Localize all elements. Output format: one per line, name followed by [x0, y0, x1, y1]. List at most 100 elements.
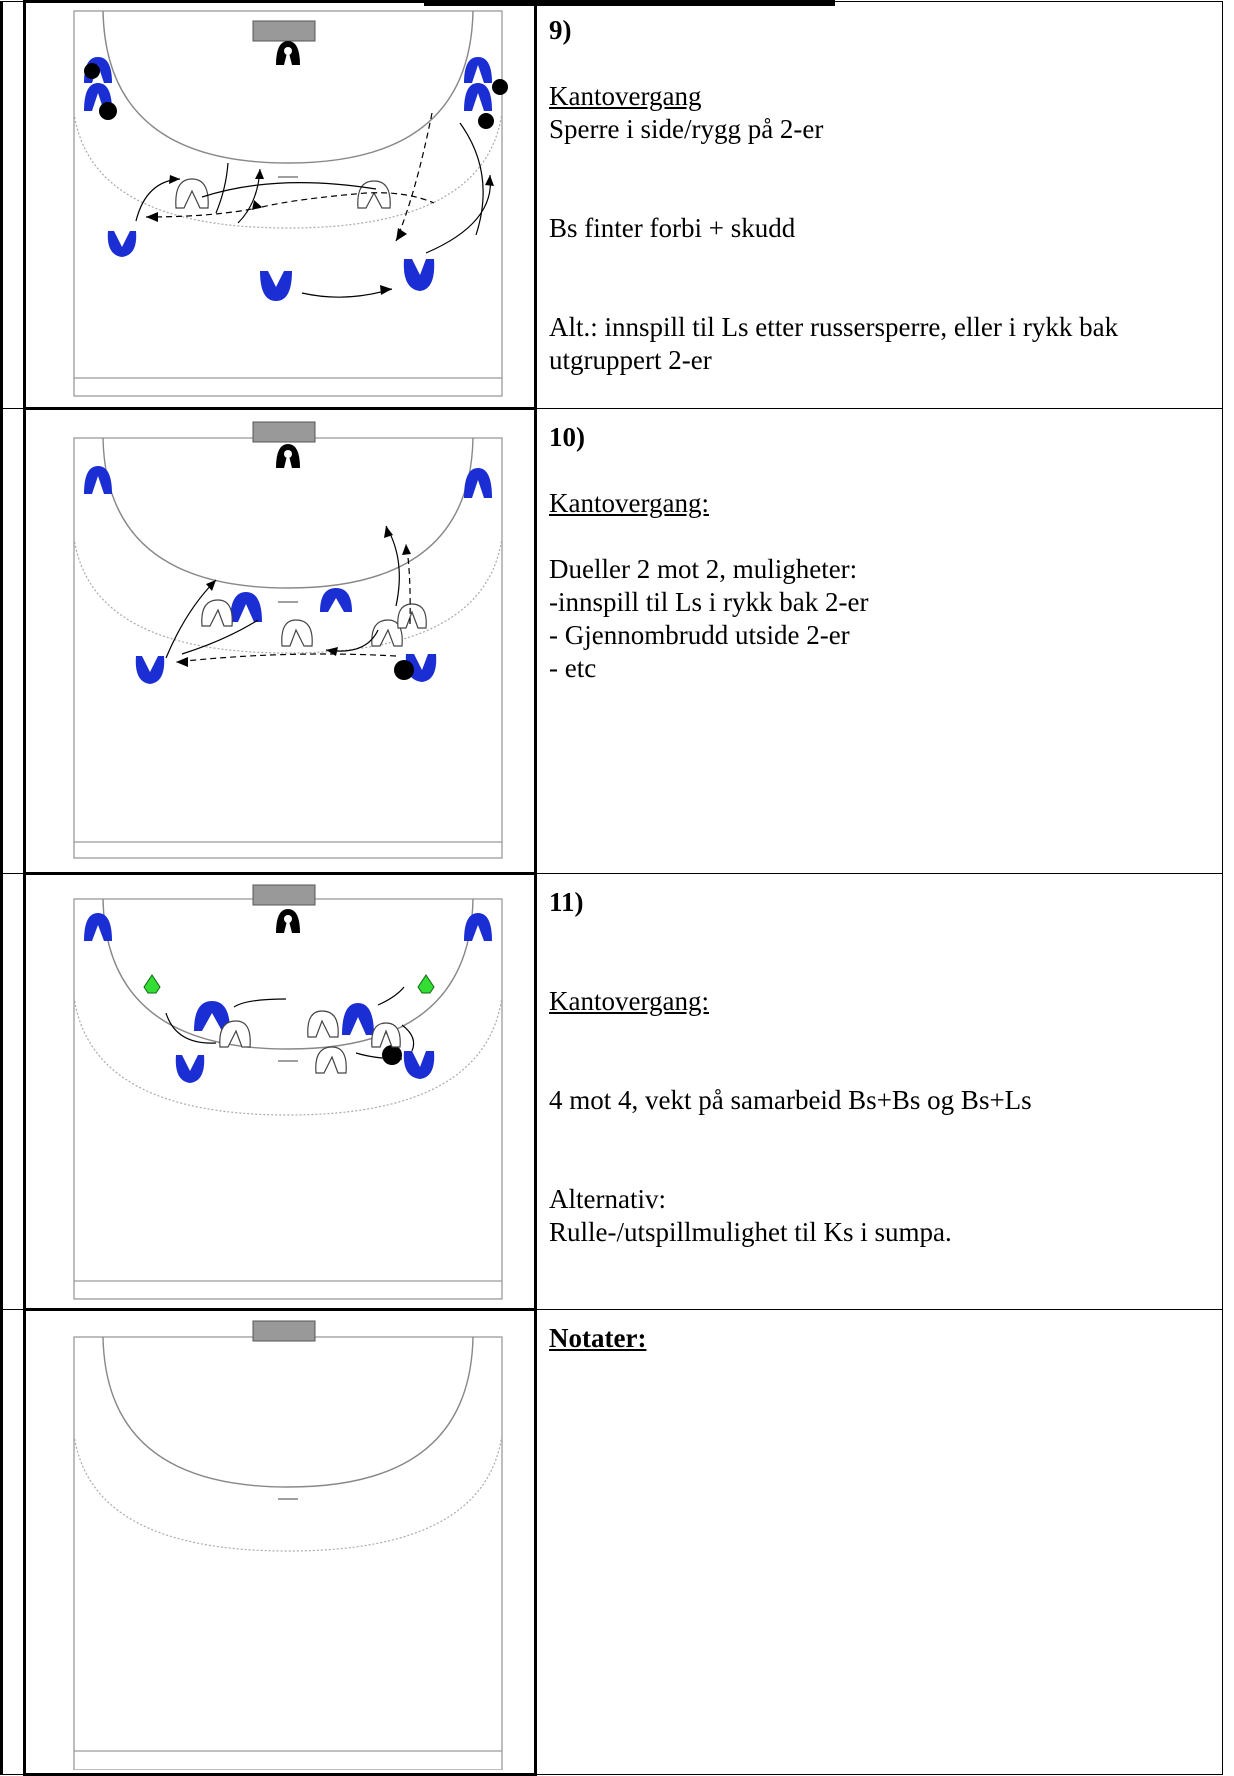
cone-icon	[417, 974, 435, 994]
attacker-icon	[342, 1003, 374, 1035]
defender-icon	[371, 619, 403, 647]
drill-title: Kantovergang:	[549, 986, 709, 1016]
attacker-icons	[84, 466, 492, 684]
attacker-icon	[84, 913, 112, 941]
arrow-icons	[165, 986, 415, 1060]
text-cell-notes: Notater:	[535, 1309, 1223, 1775]
goal-icon	[252, 20, 316, 42]
notes-title: Notater:	[549, 1323, 647, 1353]
court-lines	[73, 10, 503, 397]
defender-icon	[175, 178, 209, 209]
diagram-cell-notes	[23, 1308, 537, 1776]
drill-line: Sperre i side/rygg på 2-er	[549, 114, 824, 144]
margin-cell	[0, 1, 25, 409]
attacker-icon	[135, 656, 165, 684]
ball-icon	[382, 1045, 402, 1065]
arrow-icon	[255, 169, 264, 179]
drill-line: 4 mot 4, vekt på samarbeid Bs+Bs og Bs+L…	[549, 1085, 1032, 1115]
drill-title: Kantovergang	[549, 81, 702, 111]
defender-icon	[357, 180, 391, 209]
arrow-icon	[252, 200, 262, 210]
attacker-icon	[403, 259, 435, 291]
goal-icon	[252, 884, 316, 906]
defender-icons	[201, 599, 427, 647]
attacker-icon	[107, 231, 137, 257]
arrowheads	[176, 526, 411, 667]
drill-line: Dueller 2 mot 2, muligheter:	[549, 554, 858, 584]
attacker-icon	[260, 271, 292, 301]
arrow-icon	[380, 285, 392, 295]
defender-icon	[201, 599, 233, 627]
drill-line: - etc	[549, 653, 597, 683]
court-lines	[73, 437, 503, 859]
drill-line: -innspill til Ls i rykk bak 2-er	[549, 587, 869, 617]
text-cell-10: 10) Kantovergang: Dueller 2 mot 2, mulig…	[535, 408, 1223, 874]
arrow-icon	[169, 175, 180, 184]
attacker-icon	[464, 913, 492, 941]
diagram-cell-10	[23, 407, 537, 875]
ball-icon	[84, 63, 100, 79]
defender-icon	[307, 1010, 339, 1038]
goal-icon	[252, 1320, 316, 1342]
attacker-icon	[464, 468, 492, 498]
ball-icon	[492, 79, 508, 95]
attacker-icon	[403, 1051, 435, 1079]
diagram-cell-9	[23, 0, 537, 410]
court-diagram-10	[73, 421, 503, 859]
arrow-icon	[176, 657, 188, 667]
cone-icon	[143, 974, 161, 994]
court-diagram-9	[73, 10, 508, 397]
attacker-icon	[175, 1055, 205, 1083]
arrow-icon	[396, 228, 407, 241]
attacker-icons	[84, 57, 492, 301]
drill-line: Bs finter forbi + skudd	[549, 213, 796, 243]
goal-icon	[252, 421, 316, 443]
ball-icon	[99, 102, 117, 120]
text-cell-9: 9) Kantovergang Sperre i side/rygg på 2-…	[535, 1, 1223, 409]
notes-row: Notater:	[0, 1308, 1223, 1776]
drill-line: - Gjennombrudd utside 2-er	[549, 620, 850, 650]
margin-cell	[0, 873, 25, 1310]
arrow-icons	[135, 112, 492, 298]
drill-row-11: 11) Kantovergang: 4 mot 4, vekt på samar…	[0, 872, 1223, 1311]
court-lines	[73, 898, 503, 1300]
attacker-icon	[320, 588, 352, 612]
drill-row-10: 10) Kantovergang: Dueller 2 mot 2, mulig…	[0, 407, 1223, 875]
attacker-icon	[464, 57, 492, 83]
court-diagram-blank	[73, 1320, 503, 1770]
goalkeeper-icon	[276, 444, 300, 468]
court-lines	[73, 1336, 503, 1770]
defender-icon	[219, 1020, 251, 1048]
margin-cell	[0, 1309, 25, 1775]
drill-row-9: 9) Kantovergang Sperre i side/rygg på 2-…	[0, 0, 1223, 410]
attacker-icon	[405, 654, 437, 682]
defender-icon	[281, 619, 313, 647]
drill-number: 9)	[549, 15, 572, 45]
ball-icon	[394, 660, 414, 680]
drill-number: 10)	[549, 422, 585, 452]
attacker-icon	[230, 592, 262, 622]
defender-icon	[315, 1046, 347, 1074]
attacker-icon	[464, 83, 492, 111]
diagram-cell-11	[23, 872, 537, 1311]
defender-icon	[397, 603, 427, 629]
ball-icons	[84, 63, 508, 129]
margin-cell	[0, 408, 25, 874]
arrow-icon	[146, 212, 158, 222]
drill-title: Kantovergang:	[549, 488, 709, 518]
arrow-icon	[326, 647, 338, 656]
text-cell-11: 11) Kantovergang: 4 mot 4, vekt på samar…	[535, 873, 1223, 1310]
arrow-icon	[485, 175, 494, 186]
attacker-icons	[84, 913, 492, 1083]
defender-icon	[371, 1022, 401, 1048]
defender-icons	[219, 1010, 401, 1074]
goalkeeper-icon	[276, 909, 300, 933]
drill-line: Alternativ:	[549, 1184, 666, 1214]
goalkeeper-icon	[276, 41, 300, 65]
court-diagram-11	[73, 884, 503, 1300]
arrow-icon	[206, 580, 216, 591]
arrow-icon	[402, 544, 411, 555]
ball-icon	[478, 113, 494, 129]
arrow-icon	[384, 526, 393, 538]
